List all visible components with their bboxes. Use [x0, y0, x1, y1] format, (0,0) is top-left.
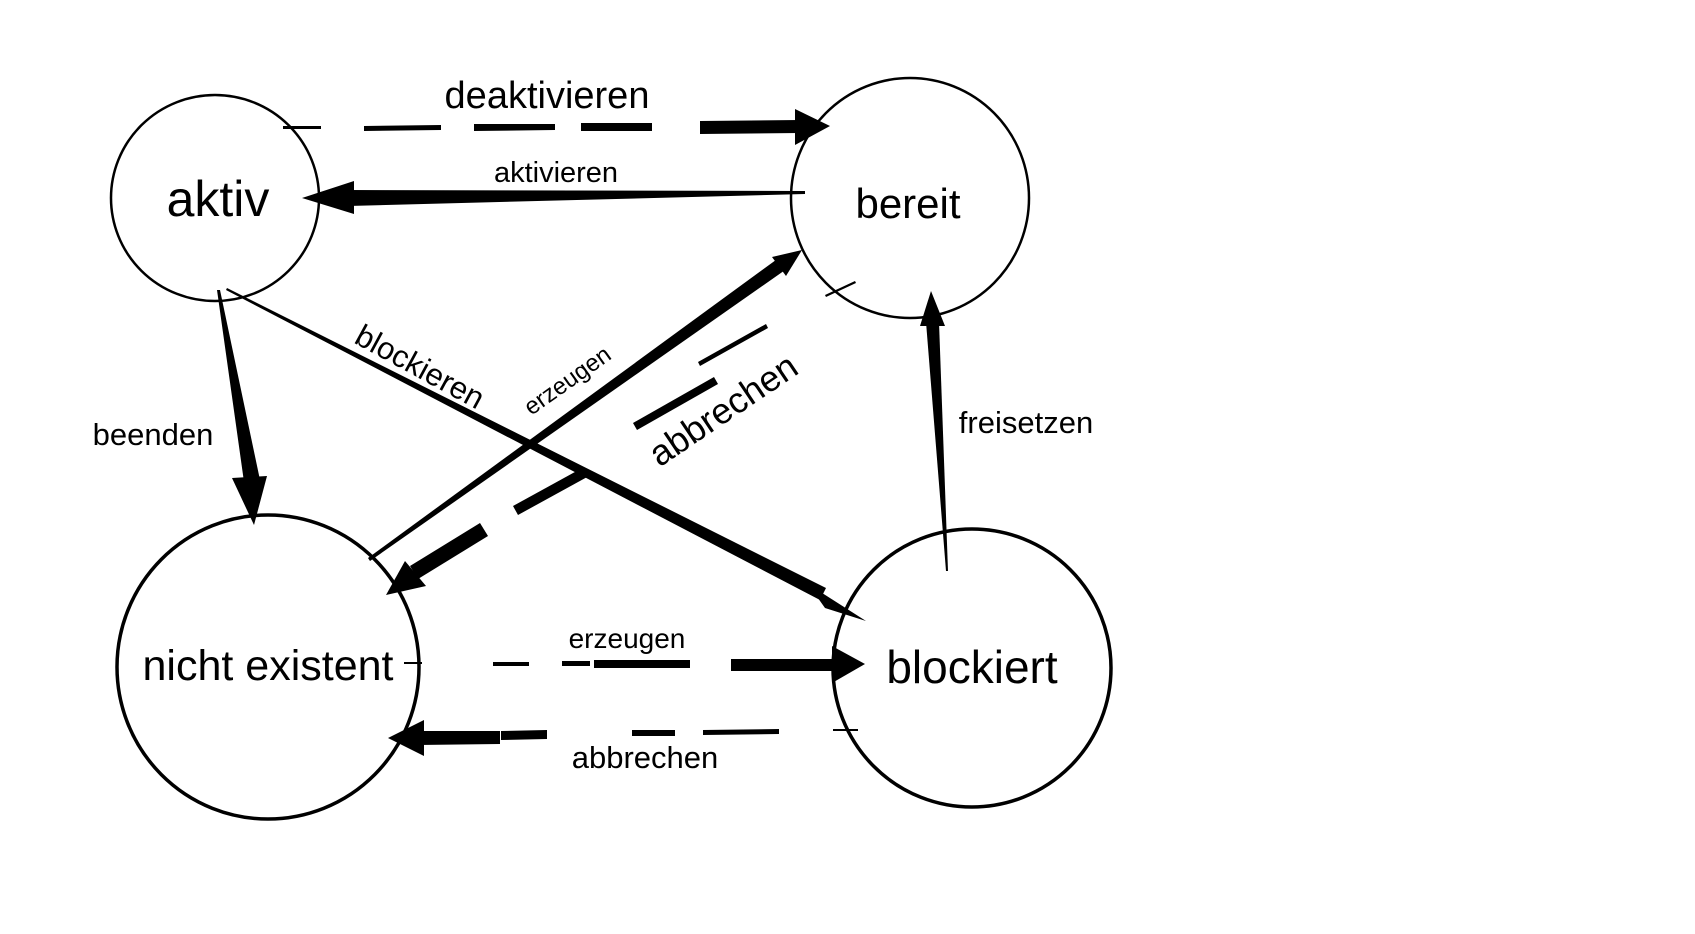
abbrechen-ne-dash [825, 281, 856, 297]
erzeugen-blockiert-dash [731, 659, 838, 671]
transition-erzeugen-to-blockiert: erzeugen [404, 623, 865, 683]
deaktivieren-dash [283, 126, 321, 129]
freisetzen-line [926, 322, 948, 571]
deaktivieren-dash [364, 125, 441, 131]
freisetzen-label: freisetzen [959, 405, 1093, 440]
abbrechen-ne-arrowhead [386, 561, 426, 595]
abbrechen-bl-label: abbrechen [572, 740, 719, 775]
state-blockiert: blockiert [831, 527, 1113, 809]
blockieren-arrowhead [808, 584, 866, 621]
deaktivieren-label: deaktivieren [445, 75, 650, 117]
deaktivieren-dash [581, 123, 652, 131]
state-aktiv: aktiv [109, 93, 321, 303]
transition-abbrechen-to-nicht-existent: abbrechen [386, 281, 856, 595]
erzeugen-blockiert-label: erzeugen [569, 623, 686, 654]
erzeugen-bereit-arrowhead [772, 250, 802, 276]
transition-aktivieren: aktivieren [302, 157, 805, 214]
aktivieren-label: aktivieren [494, 157, 618, 189]
erzeugen-blockiert-dash [404, 662, 422, 664]
transition-deaktivieren: deaktivieren [283, 75, 830, 145]
blockieren-label: blockieren [350, 318, 491, 416]
abbrechen-bl-dash [833, 729, 858, 731]
abbrechen-ne-dash [698, 324, 768, 366]
erzeugen-bereit-label: erzeugen [519, 341, 616, 421]
transition-freisetzen: freisetzen [920, 291, 1093, 571]
state-nicht-existent-circle [115, 513, 421, 821]
state-aktiv-label: aktiv [167, 171, 270, 227]
abbrechen-bl-dash [632, 730, 675, 736]
deaktivieren-dash [474, 124, 555, 131]
state-bereit: bereit [789, 76, 1031, 320]
erzeugen-blockiert-dash [594, 660, 690, 668]
beenden-arrowhead [232, 476, 267, 525]
abbrechen-bl-dash [418, 731, 500, 745]
erzeugen-blockiert-arrowhead [832, 646, 865, 683]
state-nicht-existent-label: nicht existent [143, 642, 394, 690]
abbrechen-ne-dash [410, 523, 488, 579]
erzeugen-bereit-line [368, 257, 788, 561]
erzeugen-blockiert-dash [562, 661, 590, 666]
beenden-label: beenden [93, 417, 214, 452]
freisetzen-arrowhead [920, 291, 945, 326]
deaktivieren-arrowhead [795, 109, 830, 145]
abbrechen-ne-dash [633, 377, 718, 430]
state-bereit-circle [789, 76, 1031, 320]
deaktivieren-dash [700, 120, 800, 134]
transition-abbrechen-from-blockiert: abbrechen [388, 720, 858, 775]
abbrechen-bl-dash [703, 729, 779, 735]
state-nicht-existent: nicht existent [115, 513, 421, 821]
erzeugen-blockiert-dash [493, 662, 529, 666]
abbrechen-bl-arrowhead [388, 720, 424, 756]
aktivieren-arrowhead [302, 181, 354, 214]
state-blockiert-label: blockiert [886, 641, 1058, 693]
beenden-line [217, 290, 260, 482]
state-bereit-label: bereit [855, 180, 960, 227]
aktivieren-line [348, 190, 805, 206]
abbrechen-bl-dash [501, 730, 547, 740]
transition-beenden: beenden [93, 290, 267, 525]
abbrechen-ne-dash [513, 467, 589, 515]
